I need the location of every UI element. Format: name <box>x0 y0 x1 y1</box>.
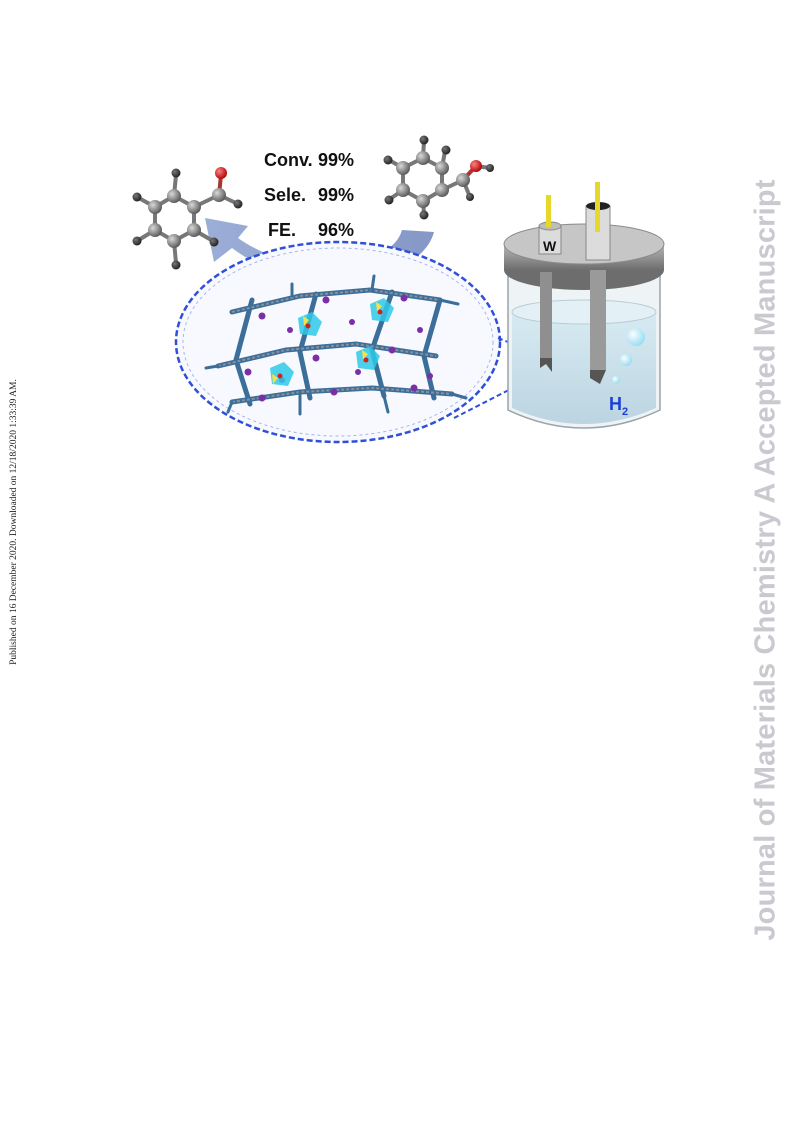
conversion-value: 99% <box>318 150 354 170</box>
faradaic-efficiency-value: 96% <box>318 220 354 240</box>
benzyl-alcohol-molecule-icon <box>383 135 494 220</box>
hydrogen-label: H <box>609 394 622 414</box>
reaction-stats: Conv. 99% Sele. 99% FE. 96% <box>264 150 354 240</box>
benzaldehyde-molecule-icon <box>132 167 243 270</box>
conversion-label: Conv. <box>264 150 313 170</box>
pore-guest-icon <box>270 298 394 386</box>
framework-magnified-view <box>174 240 553 444</box>
mof-framework-icon <box>204 274 468 416</box>
faradaic-efficiency-label: FE. <box>268 220 296 240</box>
selectivity-label: Sele. <box>264 185 306 205</box>
working-electrode-label: W <box>543 238 557 254</box>
gas-bubbles-icon <box>612 328 645 384</box>
working-electrode-icon: W <box>538 195 562 372</box>
hydrogen-subscript: 2 <box>622 406 628 418</box>
electrochemical-cell-icon: W H 2 <box>503 182 665 429</box>
selectivity-value: 99% <box>318 185 354 205</box>
counter-electrode-icon <box>585 182 611 384</box>
